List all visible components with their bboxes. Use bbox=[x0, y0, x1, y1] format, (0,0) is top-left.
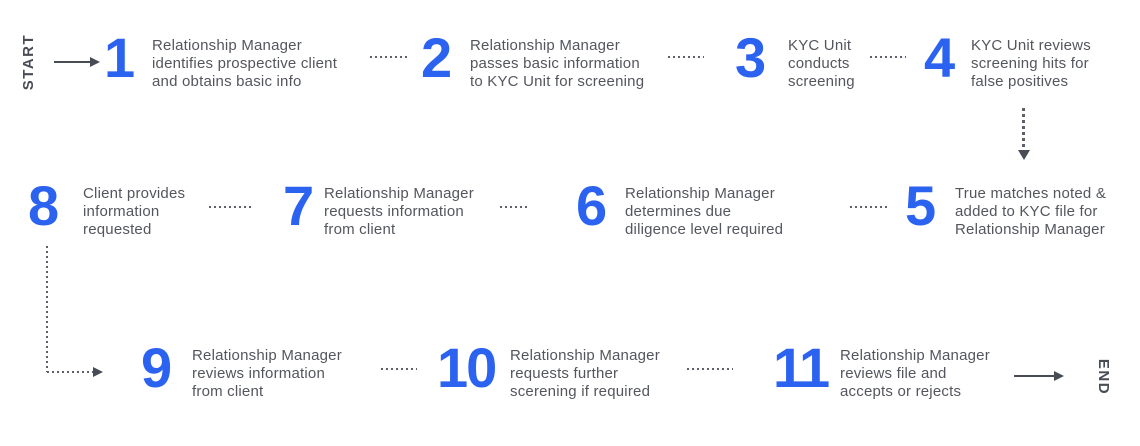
step-5-text: True matches noted & added to KYC file f… bbox=[955, 185, 1106, 239]
step-3-number: 3 bbox=[735, 26, 766, 89]
right-arrow-head-icon bbox=[93, 367, 103, 377]
start-arrow-head-icon bbox=[90, 57, 100, 67]
step-11-line: reviews file and bbox=[840, 365, 947, 382]
step-4-line: KYC Unit reviews bbox=[971, 37, 1091, 54]
step-1-text: Relationship Manager identifies prospect… bbox=[152, 37, 337, 91]
step-8-text: Client provides information requested bbox=[83, 185, 185, 239]
step-11-line: Relationship Manager bbox=[840, 347, 990, 364]
step-6-line: Relationship Manager bbox=[625, 185, 775, 202]
step-7-number: 7 bbox=[283, 174, 314, 237]
step-10-text: Relationship Manager requests further sc… bbox=[510, 347, 660, 401]
step-5-line: True matches noted & bbox=[955, 185, 1107, 202]
dotted-connector-1-2 bbox=[370, 56, 408, 58]
step-4-line: screening hits for bbox=[971, 55, 1089, 72]
step-3-line: conducts bbox=[788, 55, 850, 72]
step-8-line: requested bbox=[83, 221, 152, 238]
step-3-line: KYC Unit bbox=[788, 37, 852, 54]
step-5-line: added to KYC file for bbox=[955, 203, 1098, 220]
dotted-connector-2-3 bbox=[668, 56, 704, 58]
step-8-line: information bbox=[83, 203, 160, 220]
start-arrow-line bbox=[54, 61, 90, 63]
dotted-connector-5-6 bbox=[850, 206, 890, 208]
step-4-text: KYC Unit reviews screening hits for fals… bbox=[971, 37, 1091, 91]
step-10-number: 10 bbox=[437, 336, 497, 399]
step-4-line: false positives bbox=[971, 73, 1069, 90]
step-5-line: Relationship Manager bbox=[955, 221, 1105, 238]
step-2-number: 2 bbox=[421, 26, 452, 89]
end-arrow-line bbox=[1014, 375, 1054, 377]
dotted-connector-7-8 bbox=[209, 206, 253, 208]
step-7-line: requests information bbox=[324, 203, 464, 220]
step-7-line: from client bbox=[324, 221, 396, 238]
step-10-line: Relationship Manager bbox=[510, 347, 660, 364]
end-label: END bbox=[1095, 358, 1112, 396]
step-1-line: identifies prospective client bbox=[152, 55, 338, 72]
step-9-line: Relationship Manager bbox=[192, 347, 342, 364]
step-9-line: from client bbox=[192, 383, 264, 400]
step-2-line: Relationship Manager bbox=[470, 37, 620, 54]
step-9-line: reviews information bbox=[192, 365, 326, 382]
step-11-line: accepts or rejects bbox=[840, 383, 962, 400]
step-4-number: 4 bbox=[924, 26, 955, 89]
step-8-line: Client provides bbox=[83, 185, 186, 202]
step-5-number: 5 bbox=[905, 174, 936, 237]
step-9-text: Relationship Manager reviews information… bbox=[192, 347, 342, 401]
end-arrow-head-icon bbox=[1054, 371, 1064, 381]
step-1-line: Relationship Manager bbox=[152, 37, 302, 54]
step-6-text: Relationship Manager determines due dili… bbox=[625, 185, 783, 239]
step-6-line: determines due bbox=[625, 203, 732, 220]
step-1-line: and obtains basic info bbox=[152, 73, 302, 90]
step-3-line: screening bbox=[788, 73, 855, 90]
step-7-text: Relationship Manager requests informatio… bbox=[324, 185, 474, 239]
step-2-line: passes basic information bbox=[470, 55, 640, 72]
dotted-connector-9-10 bbox=[381, 368, 417, 370]
start-label: START bbox=[20, 33, 37, 91]
step-6-number: 6 bbox=[576, 174, 607, 237]
step-3-text: KYC Unit conducts screening bbox=[788, 37, 855, 91]
step-6-line: diligence level required bbox=[625, 221, 784, 238]
step-2-text: Relationship Manager passes basic inform… bbox=[470, 37, 644, 91]
step-9-number: 9 bbox=[141, 336, 172, 399]
down-arrow-head-icon bbox=[1018, 150, 1030, 160]
step-8-number: 8 bbox=[28, 174, 59, 237]
dotted-connector-3-4 bbox=[870, 56, 906, 58]
step-10-line: requests further bbox=[510, 365, 619, 382]
step-11-number: 11 bbox=[773, 336, 830, 399]
dotted-connector-4-5-line bbox=[1022, 108, 1025, 150]
step-11-text: Relationship Manager reviews file and ac… bbox=[840, 347, 990, 401]
dotted-connector-10-11 bbox=[687, 368, 733, 370]
step-1-number: 1 bbox=[104, 26, 135, 89]
dotted-connector-8-9-horizontal bbox=[47, 371, 93, 373]
step-2-line: to KYC Unit for screening bbox=[470, 73, 645, 90]
dotted-connector-6-7 bbox=[500, 206, 528, 208]
step-10-line: scerening if required bbox=[510, 383, 651, 400]
dotted-connector-8-9-vertical bbox=[46, 246, 48, 372]
step-7-line: Relationship Manager bbox=[324, 185, 474, 202]
